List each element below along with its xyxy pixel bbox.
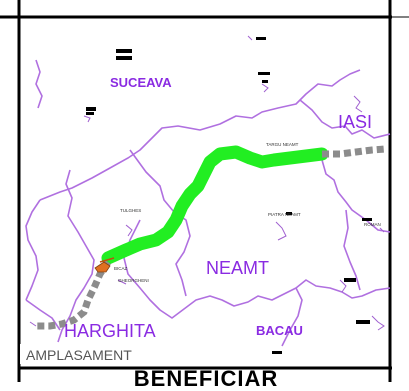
region-label-suceava: SUCEAVA xyxy=(110,75,172,90)
town-marker xyxy=(256,37,266,40)
town-label-tulghes: TULGHES xyxy=(120,208,141,213)
town-marker xyxy=(116,56,132,60)
town-marker xyxy=(86,112,94,115)
town-scribbles xyxy=(29,35,385,331)
town-marker xyxy=(356,320,370,324)
town-label-targu: TARGU NEAMT xyxy=(266,142,299,147)
region-label-neamt: NEAMT xyxy=(206,258,269,278)
town-markers xyxy=(86,37,372,354)
town-marker xyxy=(262,80,268,83)
connector-east xyxy=(322,145,386,158)
town-marker xyxy=(86,107,96,111)
town-label-roman: ROMAN xyxy=(364,222,381,227)
bicaz-marker xyxy=(94,257,115,273)
town-marker xyxy=(362,218,372,221)
town-marker xyxy=(344,278,356,282)
county-borders xyxy=(25,59,391,347)
town-label-piatra: PIATRA NEAMT xyxy=(268,212,301,217)
town-marker xyxy=(286,212,292,215)
town-label-bicaz: BICAZ xyxy=(114,266,128,271)
amplasament-label: AMPLASAMENT xyxy=(26,347,132,363)
route-path xyxy=(101,145,329,265)
town-marker xyxy=(116,49,132,53)
town-label-gheorgheni: GHEORGHENI xyxy=(118,278,149,283)
region-label-bacau: BACAU xyxy=(256,323,303,338)
town-marker xyxy=(258,72,270,75)
connector-south xyxy=(36,260,111,330)
amplasament-box xyxy=(20,344,172,364)
region-label-iasi: IASI xyxy=(338,112,372,132)
map-frame: TARGU NEAMT TULGHES BICAZ GHEORGHENI PIA… xyxy=(0,0,409,382)
footer-title: BENEFICIAR xyxy=(133,366,279,391)
region-label-harghita: HARGHITA xyxy=(64,321,156,341)
town-marker xyxy=(272,351,282,354)
